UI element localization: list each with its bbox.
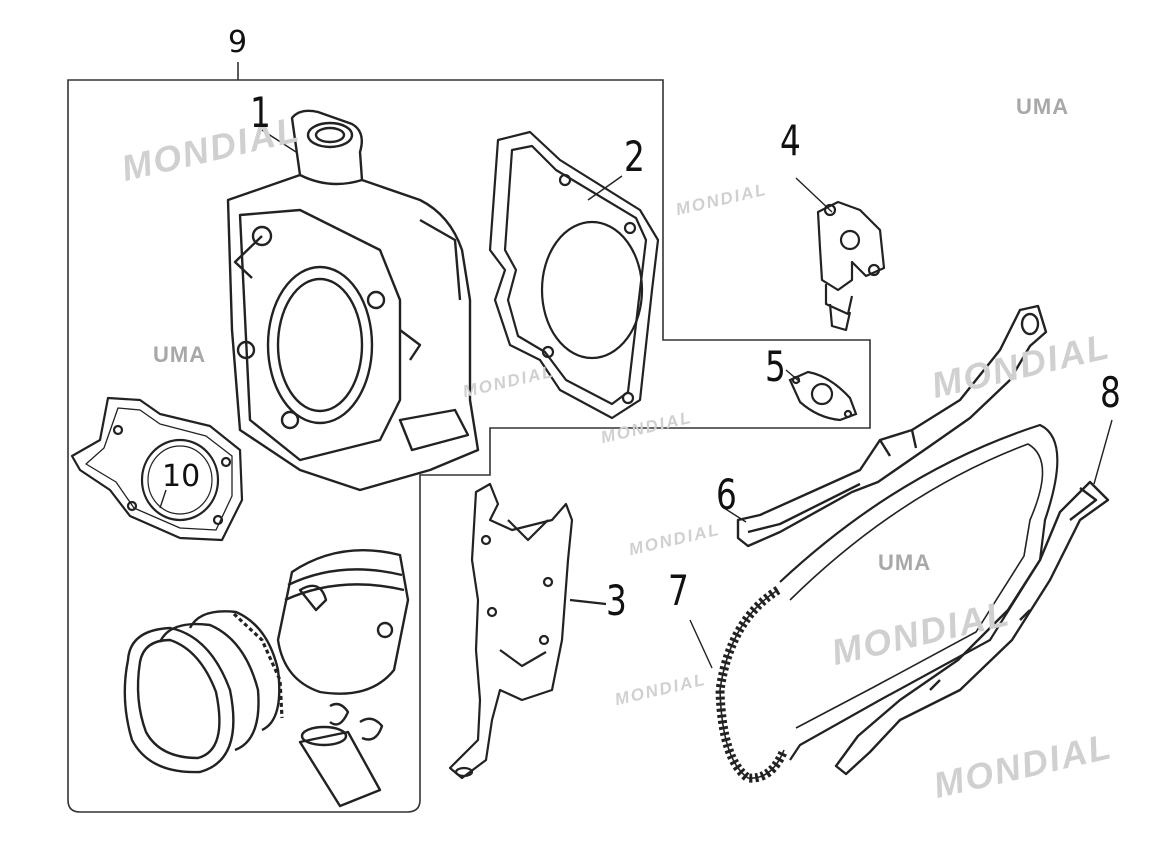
callout-5: 5	[765, 342, 786, 391]
piston-assembly	[123, 549, 410, 808]
callout-4: 4	[780, 116, 801, 165]
cylinder-gasket	[488, 130, 660, 420]
upper-chain-guide	[736, 304, 1048, 548]
callout-2: 2	[624, 132, 645, 181]
uma-logo: UMA	[1016, 94, 1070, 119]
head-gasket	[70, 396, 244, 542]
uma-logo: UMA	[878, 550, 932, 575]
guide-bracket	[448, 482, 607, 780]
callout-6: 6	[716, 470, 737, 519]
cylinder-block	[226, 109, 480, 492]
leader-lines	[159, 129, 1113, 669]
uma-logo: UMA	[153, 342, 207, 367]
callout-7: 7	[668, 566, 689, 615]
callout-8: 8	[1100, 368, 1121, 417]
timing-chain	[715, 423, 1059, 783]
callout-10: 10	[162, 459, 201, 494]
callout-3: 3	[606, 576, 627, 625]
tensioner-gasket	[788, 370, 858, 422]
callout-1: 1	[250, 88, 271, 137]
lower-chain-guide	[834, 480, 1110, 776]
callout-9: 9	[228, 25, 248, 60]
chain-tensioner	[816, 200, 886, 332]
group-bracket-9	[67, 62, 871, 813]
